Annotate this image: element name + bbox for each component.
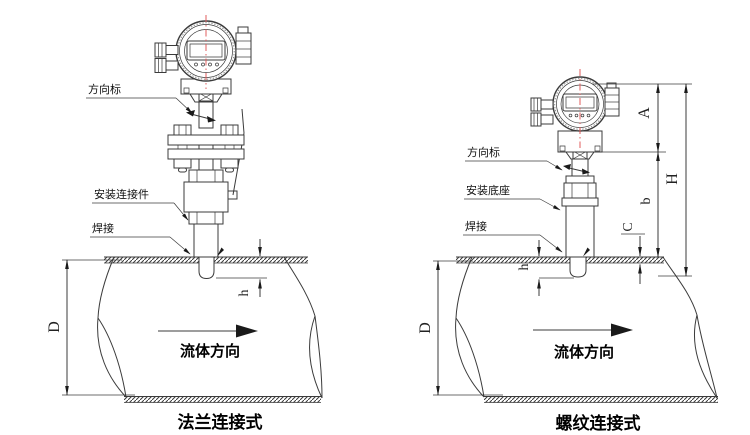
pipe-break-left bbox=[98, 257, 126, 397]
hex-nut-upper bbox=[189, 170, 223, 182]
dimension-heights: A b H bbox=[592, 83, 692, 277]
caption-threaded-type: 螺纹连接式 bbox=[556, 413, 641, 434]
flow-direction-label: 流体方向 bbox=[180, 342, 240, 360]
flange-nut-bottom-left bbox=[174, 159, 191, 168]
flange-connection bbox=[168, 125, 244, 172]
weld-mark-icon bbox=[583, 247, 590, 257]
caption-flange-type: 法兰连接式 bbox=[178, 412, 263, 433]
dimension-insertion-depth: h bbox=[216, 239, 267, 297]
flange-plate-lower bbox=[168, 149, 244, 159]
base-disc-upper bbox=[566, 176, 594, 183]
cable-gland-lower bbox=[531, 113, 553, 126]
pipe-wall-top bbox=[456, 257, 664, 263]
callout-mounting-connector: 安装连接件 bbox=[94, 187, 149, 201]
pipe bbox=[98, 257, 322, 403]
head-button bbox=[195, 63, 198, 66]
dim-h-label: h bbox=[517, 264, 532, 271]
pipe-wall-bottom bbox=[124, 396, 321, 403]
pipe-wall-bottom bbox=[484, 396, 718, 403]
dim-H-label: H bbox=[664, 173, 681, 185]
dim-h-label: h bbox=[237, 290, 252, 297]
hex-nut-lower bbox=[189, 212, 223, 224]
dimension-pipe-diameter: D bbox=[417, 260, 503, 396]
pipe-break-left bbox=[456, 257, 484, 397]
valve-handle-pivot bbox=[228, 191, 237, 199]
cable-gland-upper bbox=[531, 98, 553, 111]
head-button bbox=[202, 63, 205, 66]
pipe bbox=[456, 257, 718, 403]
callouts: 方向标 安装连接件 焊接 bbox=[86, 82, 193, 255]
dim-D-label: D bbox=[46, 321, 63, 333]
flange-bolt-top-right bbox=[221, 125, 238, 135]
flowmeter-assembly bbox=[531, 69, 619, 277]
dim-b-label: b bbox=[639, 198, 654, 205]
flow-direction-arrow bbox=[533, 323, 633, 337]
flow-direction-arrow bbox=[158, 324, 258, 338]
base-disc-lower bbox=[562, 198, 598, 206]
direction-mark-arrow bbox=[563, 164, 590, 175]
callout-mounting-base: 安装底座 bbox=[466, 183, 510, 197]
terminal-box bbox=[236, 27, 251, 64]
hex-nut-base bbox=[564, 183, 596, 198]
callout-direction-mark: 方向标 bbox=[88, 82, 121, 96]
dimension-wall-thickness: C bbox=[621, 222, 645, 284]
head-button bbox=[209, 63, 212, 66]
terminal-box bbox=[605, 83, 619, 116]
sensor-probe bbox=[570, 257, 586, 277]
valve-handle bbox=[233, 109, 244, 195]
head-button bbox=[216, 63, 219, 66]
flange-bolt-top-left bbox=[174, 125, 191, 135]
pipe-break-right bbox=[284, 257, 322, 398]
head-button bbox=[569, 114, 572, 117]
cable-gland-lower bbox=[155, 59, 178, 73]
callout-direction-mark: 方向标 bbox=[467, 145, 500, 159]
flange-plate-upper bbox=[168, 135, 244, 145]
flange-nut-bottom-right bbox=[221, 159, 238, 168]
dimension-insertion-depth: h bbox=[517, 240, 574, 296]
head-button bbox=[581, 114, 584, 117]
transmitter-head bbox=[531, 69, 619, 148]
weld-mark-icon bbox=[217, 247, 224, 257]
pipe-break-right bbox=[663, 257, 717, 398]
callout-weld: 焊接 bbox=[92, 221, 114, 235]
flange-figure: 流体方向 bbox=[46, 15, 322, 433]
threaded-figure: 流体方向 bbox=[417, 69, 718, 434]
sensor-probe bbox=[199, 257, 214, 279]
flow-direction-label: 流体方向 bbox=[554, 343, 614, 361]
callouts: 方向标 安装底座 焊接 bbox=[463, 145, 563, 253]
dimension-pipe-diameter: D bbox=[46, 259, 135, 396]
cable-gland-upper bbox=[155, 43, 178, 57]
flowmeter-assembly bbox=[155, 15, 251, 279]
head-button bbox=[575, 114, 578, 117]
weld-sleeve bbox=[566, 206, 594, 257]
callout-weld: 焊接 bbox=[465, 219, 487, 233]
weld-sleeve bbox=[194, 224, 218, 257]
dim-A-label: A bbox=[636, 107, 653, 119]
transmitter-head bbox=[155, 15, 251, 89]
head-button bbox=[587, 114, 590, 117]
dim-D-label: D bbox=[417, 322, 434, 334]
dim-C-label: C bbox=[621, 222, 636, 231]
stem-tube bbox=[199, 102, 213, 128]
